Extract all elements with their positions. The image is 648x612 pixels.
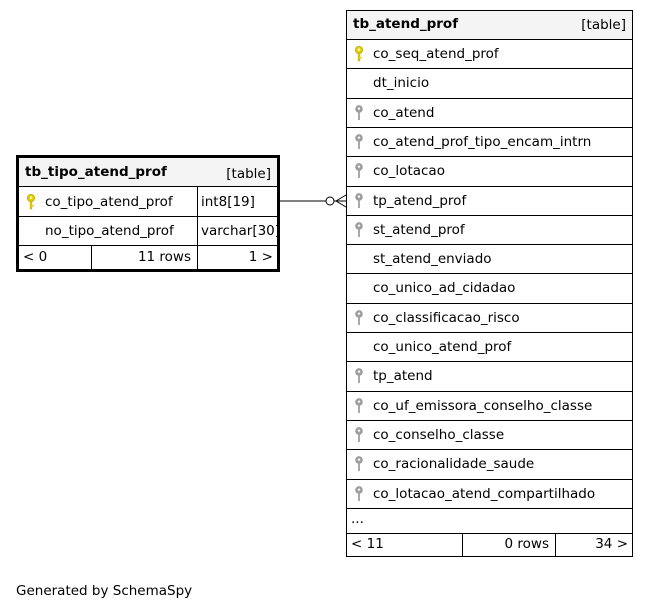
table-kind: [table] bbox=[581, 17, 626, 33]
row-count: 11 rows bbox=[137, 249, 191, 265]
foreign-key-icon bbox=[355, 427, 363, 442]
table-name[interactable]: tb_atend_prof bbox=[353, 16, 459, 32]
column-row[interactable]: st_atend_enviado bbox=[347, 245, 632, 274]
column-name: dt_inicio bbox=[373, 75, 430, 91]
column-row[interactable]: no_tipo_atend_prof varchar[30] bbox=[19, 217, 281, 246]
parent-count[interactable]: < 11 bbox=[351, 536, 384, 552]
column-name: st_atend_prof bbox=[373, 222, 465, 238]
table-header[interactable]: tb_tipo_atend_prof [table] bbox=[19, 158, 277, 187]
column-type: int8[19] bbox=[201, 194, 255, 210]
foreign-key-icon bbox=[355, 456, 363, 471]
foreign-key-icon bbox=[355, 310, 363, 325]
column-row[interactable]: co_racionalidade_saude bbox=[347, 450, 632, 480]
column-name: co_atend_prof_tipo_encam_intrn bbox=[373, 134, 592, 150]
column-name: st_atend_enviado bbox=[373, 251, 492, 267]
generated-by-caption: Generated by SchemaSpy bbox=[16, 583, 193, 599]
column-name: co_atend bbox=[373, 105, 435, 121]
column-name: co_uf_emissora_conselho_classe bbox=[373, 398, 593, 414]
primary-key-icon bbox=[355, 46, 363, 62]
foreign-key-icon bbox=[355, 368, 363, 383]
column-row[interactable]: co_tipo_atend_prof int8[19] bbox=[19, 187, 277, 217]
column-row[interactable]: co_seq_atend_prof bbox=[347, 40, 632, 69]
table-tb-tipo-atend-prof[interactable]: tb_tipo_atend_prof [table] co_tipo_atend… bbox=[16, 155, 280, 272]
column-row[interactable]: co_classificacao_risco bbox=[347, 304, 632, 333]
column-name: co_racionalidade_saude bbox=[373, 456, 535, 472]
column-name: co_lotacao bbox=[373, 163, 445, 179]
table-name[interactable]: tb_tipo_atend_prof bbox=[25, 164, 167, 180]
table-footer: < 11 0 rows 34 > bbox=[347, 534, 632, 556]
column-row[interactable]: co_unico_atend_prof bbox=[347, 333, 632, 362]
foreign-key-icon bbox=[355, 134, 363, 149]
column-name: co_classificacao_risco bbox=[373, 310, 520, 326]
column-row[interactable]: co_lotacao bbox=[347, 157, 632, 187]
more-columns: ... bbox=[347, 509, 632, 534]
parent-count[interactable]: < 0 bbox=[23, 249, 48, 265]
column-name: tp_atend bbox=[373, 368, 433, 384]
column-name: co_conselho_classe bbox=[373, 427, 505, 443]
foreign-key-icon bbox=[355, 105, 363, 120]
column-name: co_lotacao_atend_compartilhado bbox=[373, 486, 596, 502]
column-row[interactable]: st_atend_prof bbox=[347, 216, 632, 245]
child-count[interactable]: 1 > bbox=[248, 249, 273, 265]
child-count[interactable]: 34 > bbox=[595, 536, 628, 552]
column-row[interactable]: co_atend_prof_tipo_encam_intrn bbox=[347, 128, 632, 157]
column-row[interactable]: tp_atend_prof bbox=[347, 187, 632, 216]
foreign-key-icon bbox=[355, 163, 363, 178]
column-name: co_tipo_atend_prof bbox=[45, 194, 173, 210]
row-count: 0 rows bbox=[504, 536, 549, 552]
foreign-key-icon bbox=[355, 193, 363, 208]
column-row[interactable]: co_conselho_classe bbox=[347, 421, 632, 450]
column-name: no_tipo_atend_prof bbox=[45, 223, 174, 239]
column-name: co_unico_ad_cidadao bbox=[373, 280, 516, 296]
table-header[interactable]: tb_atend_prof [table] bbox=[347, 11, 632, 40]
column-row[interactable]: co_unico_ad_cidadao bbox=[347, 274, 632, 304]
column-row[interactable]: co_atend bbox=[347, 99, 632, 128]
column-row[interactable]: co_lotacao_atend_compartilhado bbox=[347, 480, 632, 509]
foreign-key-icon bbox=[355, 486, 363, 501]
foreign-key-icon bbox=[355, 398, 363, 413]
column-name: co_unico_atend_prof bbox=[373, 339, 512, 355]
column-name: co_seq_atend_prof bbox=[373, 46, 499, 62]
foreign-key-icon bbox=[355, 222, 363, 237]
more-columns-text: ... bbox=[351, 511, 364, 527]
column-row[interactable]: tp_atend bbox=[347, 362, 632, 392]
column-row[interactable]: co_uf_emissora_conselho_classe bbox=[347, 392, 632, 421]
column-type: varchar[30] bbox=[201, 223, 281, 239]
table-footer: < 0 11 rows 1 > bbox=[19, 246, 277, 269]
table-kind: [table] bbox=[226, 166, 271, 182]
primary-key-icon bbox=[27, 194, 35, 210]
column-row[interactable]: dt_inicio bbox=[347, 69, 632, 99]
column-name: tp_atend_prof bbox=[373, 193, 467, 209]
